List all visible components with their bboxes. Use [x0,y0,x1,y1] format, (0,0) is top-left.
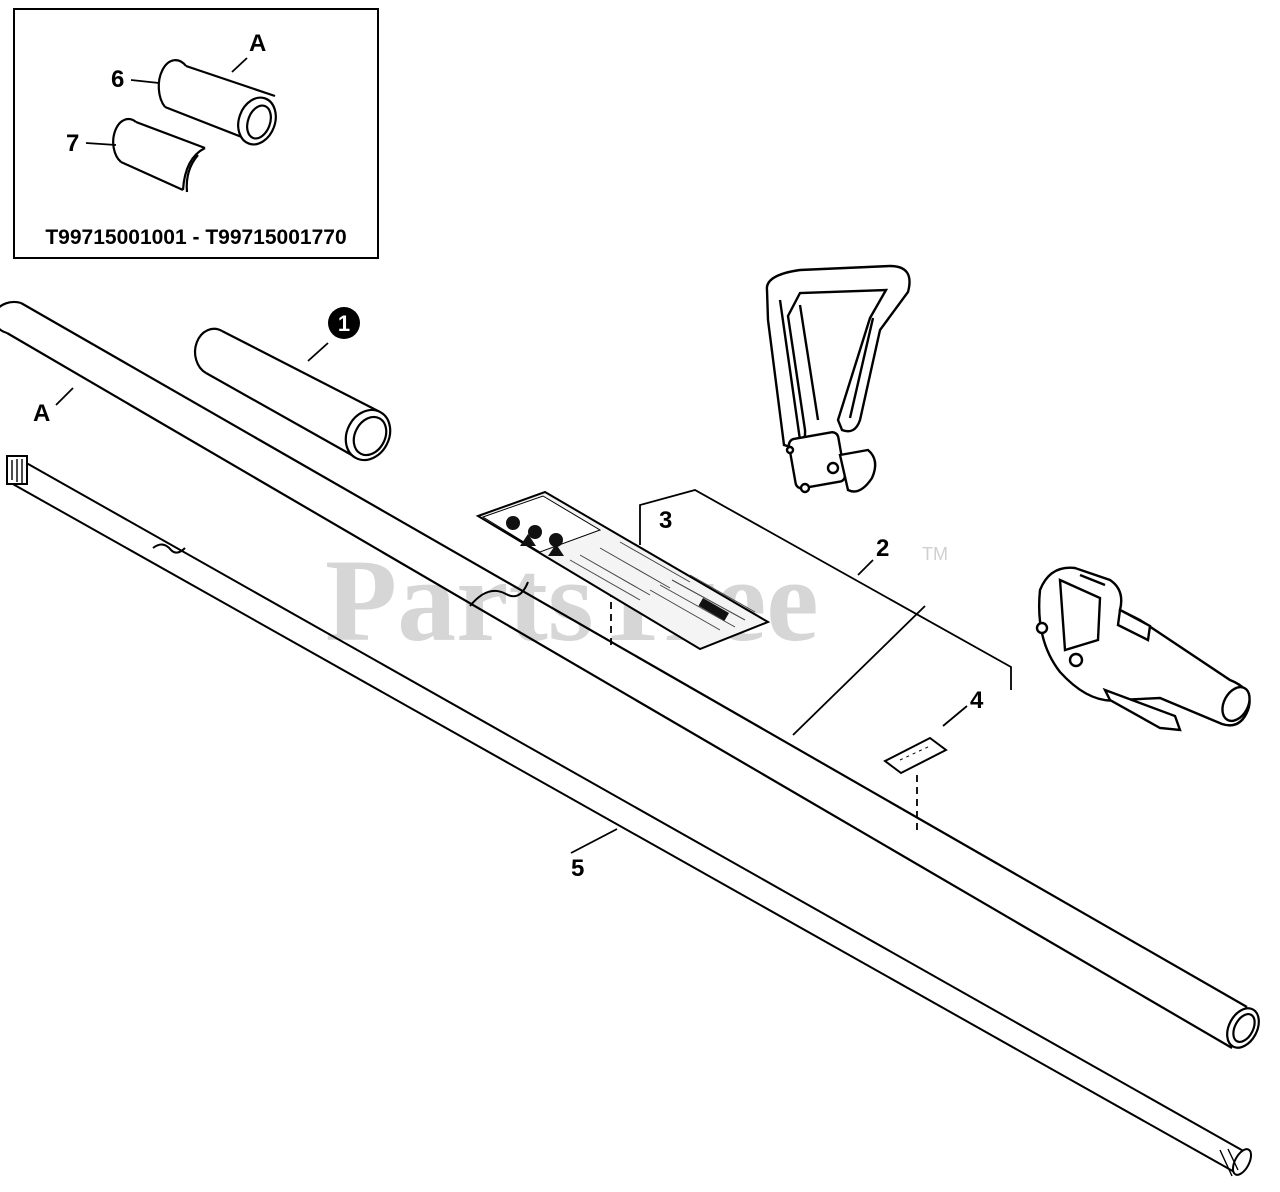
label-part-7: 7 [66,130,79,157]
label-part-5: 5 [571,855,584,882]
inset-callout-lines [85,57,248,146]
inset-sleeve[interactable] [157,59,282,150]
callout-1: 1 [328,307,360,339]
inset-drawing: 6 7 A [66,30,282,193]
outer-tube[interactable] [0,300,1265,1053]
drive-shaft[interactable] [6,455,1255,1178]
warning-pictogram-icon [528,525,542,539]
label-part-4: 4 [970,687,984,714]
label-ref-a: A [33,400,50,427]
label-part-2: 2 [876,535,889,562]
serial-inset: 6 7 A T99715001001 - T99715001770 [13,8,379,259]
callout-lines [55,342,1012,854]
loop-handle[interactable] [765,264,911,494]
label-part-3: 3 [659,507,672,534]
hazard-triangle-icon [520,534,536,546]
warning-pictogram-icon [549,533,563,547]
outer-tube-sleeve[interactable] [193,327,399,468]
shaft-label[interactable] [883,736,948,775]
warning-label[interactable] [475,490,771,651]
serial-range: T99715001001 - T99715001770 [45,226,347,249]
warning-pictogram-icon [506,516,520,530]
watermark-trademark: TM [922,544,948,564]
label-part-6: 6 [111,66,124,93]
throttle-handle[interactable] [1035,566,1255,732]
hazard-triangle-icon [548,544,564,556]
inset-liner[interactable] [112,117,206,193]
label-part-1: 1 [338,311,350,336]
inset-ref-a: A [249,30,266,57]
